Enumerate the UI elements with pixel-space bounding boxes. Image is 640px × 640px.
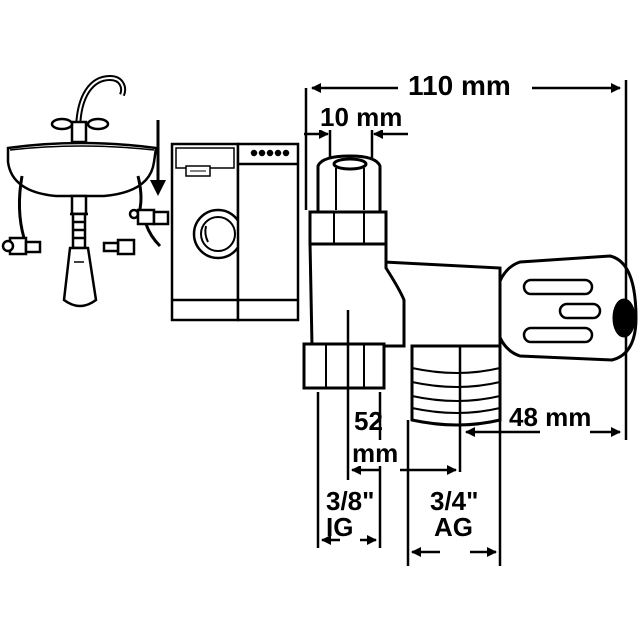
outlet-diameter-label: 10 mm [318,102,405,132]
washing-machine-icon [170,142,244,322]
center-distance-value-label: 52 [354,406,383,436]
center-distance-unit-label: mm [352,438,399,468]
overall-width-label: 110 mm [404,72,515,100]
outlet-thread-type-label: AG [434,512,473,542]
inlet-thread-size-label: 3/8" [326,486,375,516]
sink-icon [1,74,170,308]
knob-offset-label: 48 mm [506,404,595,430]
dishwasher-icon [236,142,300,322]
dimension-lines [304,80,628,566]
outlet-thread-size-label: 3/4" [430,486,479,516]
angle-valve-icon [302,154,638,427]
inlet-thread-type-label: IG [326,512,354,542]
